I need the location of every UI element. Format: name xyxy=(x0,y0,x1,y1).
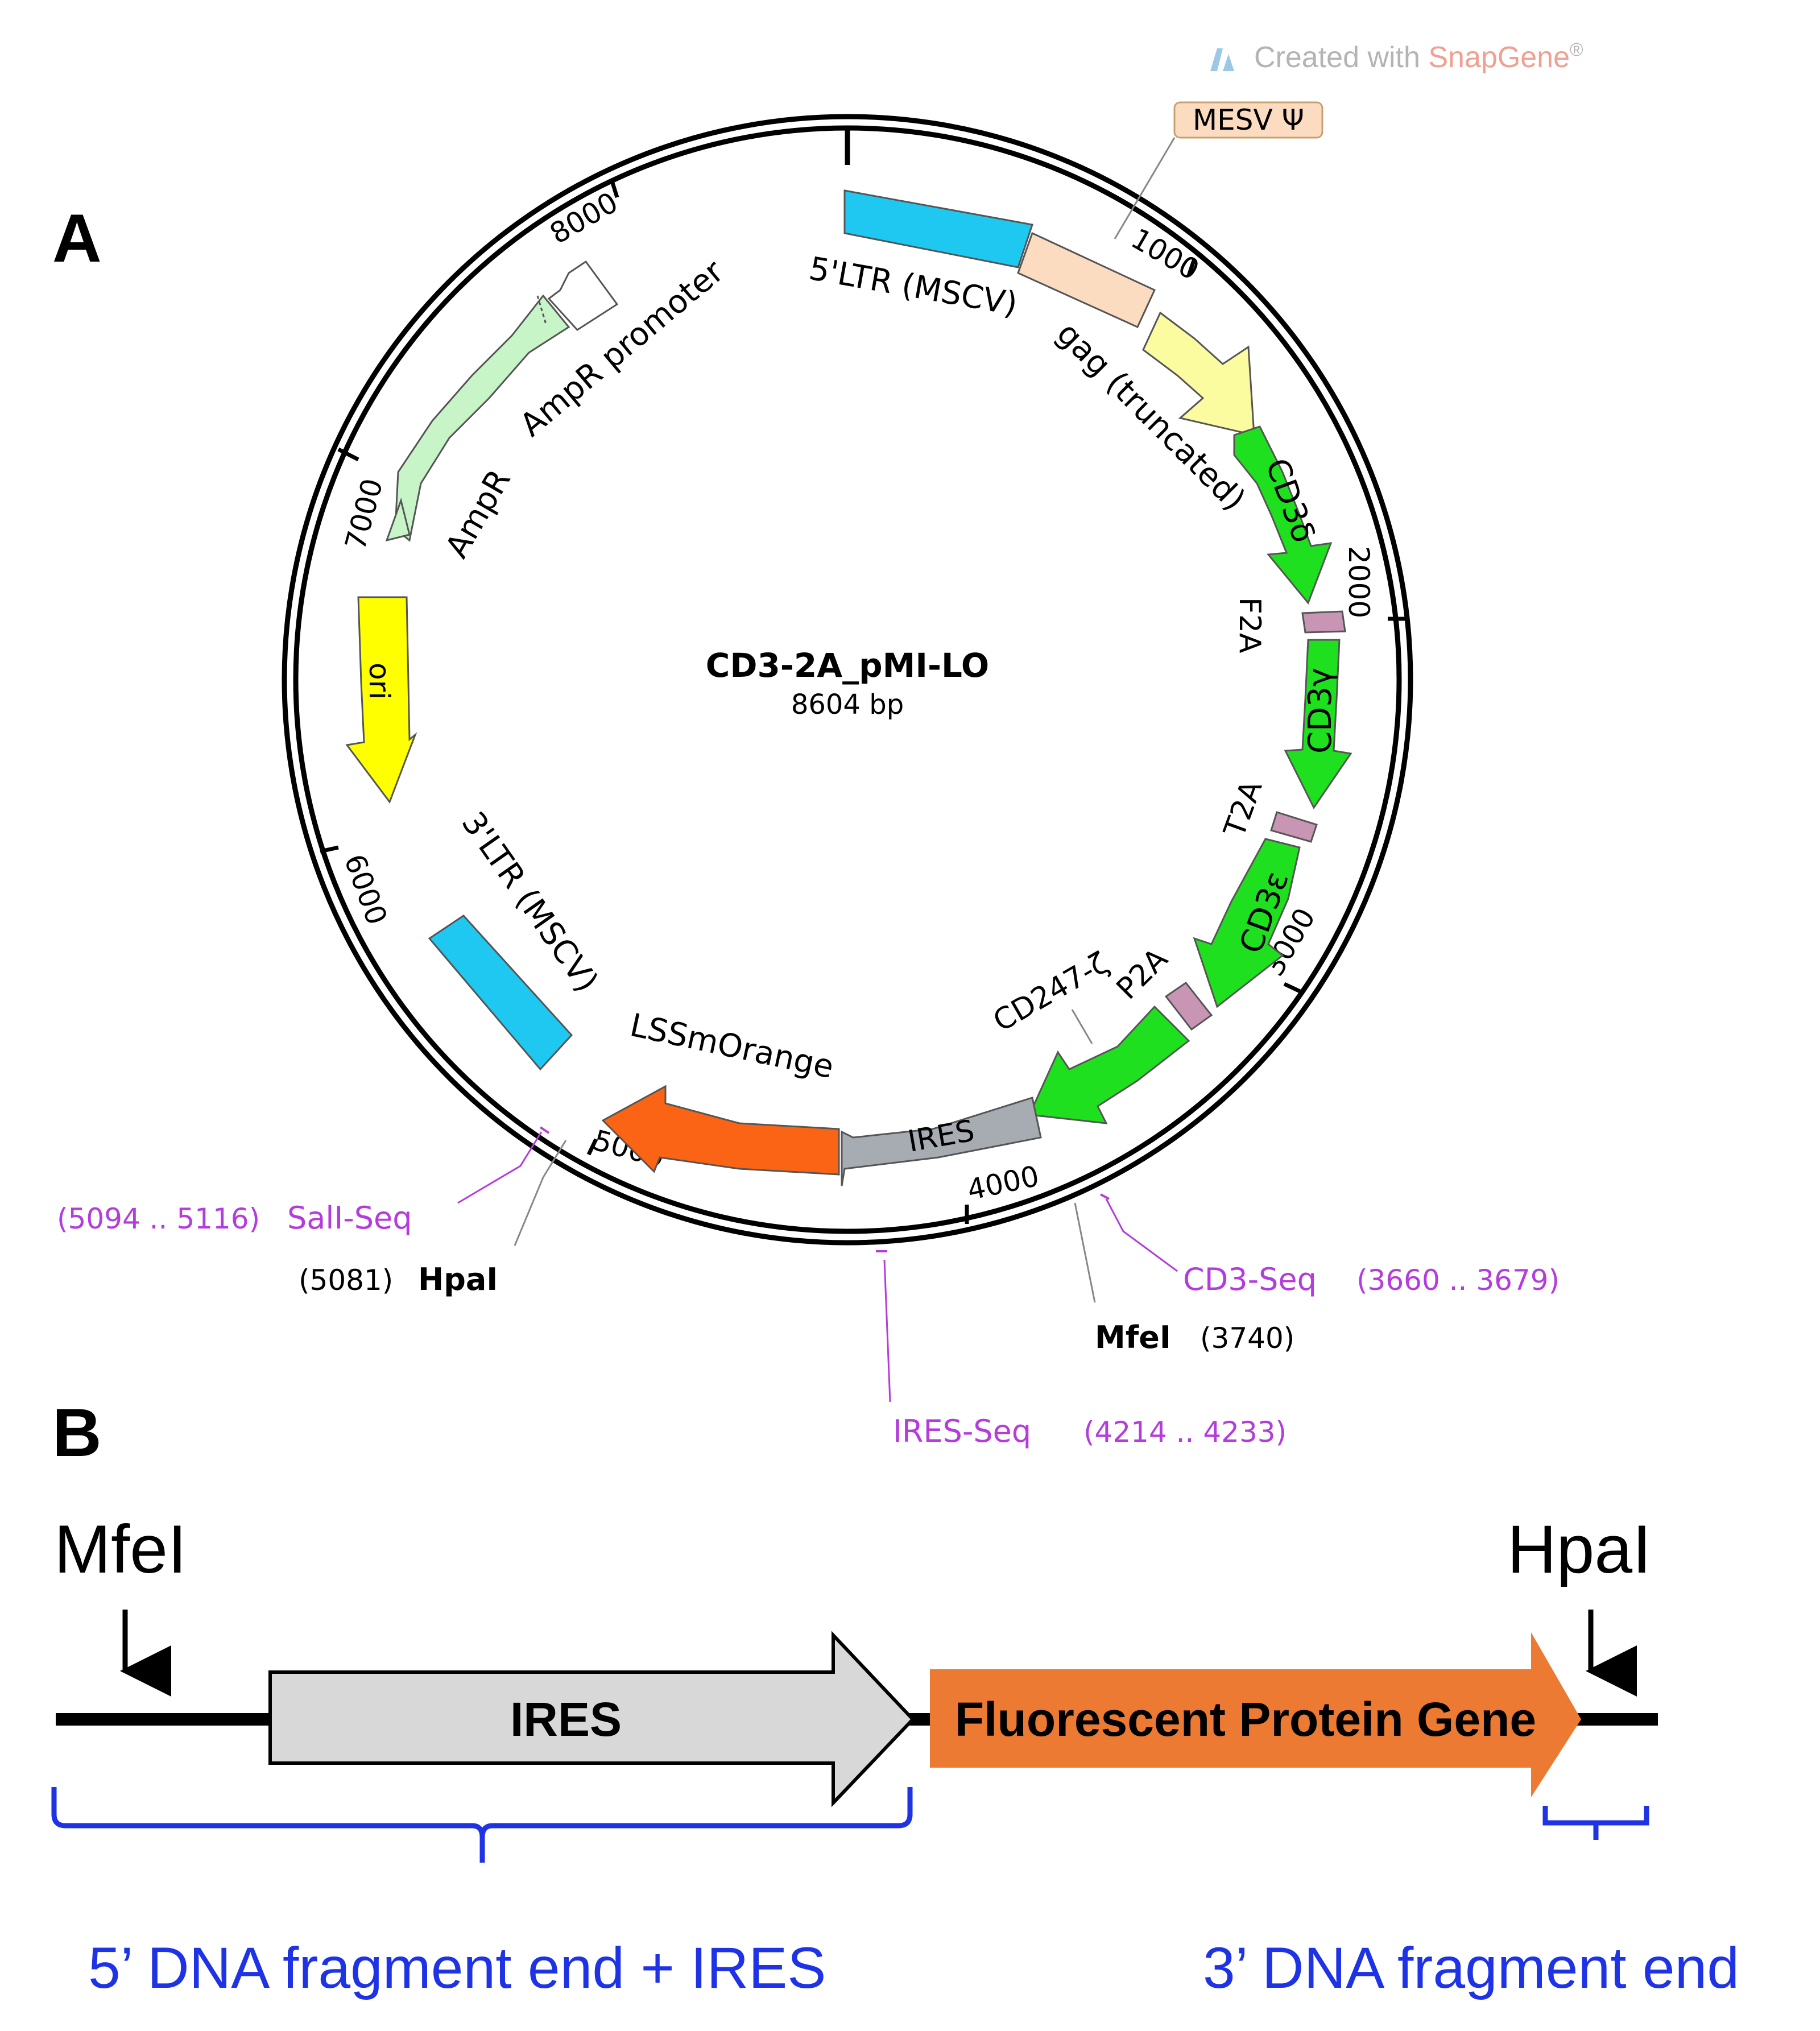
feature-p2a[interactable] xyxy=(1164,981,1213,1031)
label-p2a: P2A xyxy=(1110,942,1174,1006)
site-cd3-seq[interactable]: CD3-Seq (3660 .. 3679) xyxy=(1100,1193,1560,1297)
mfei-name: MfeI xyxy=(1095,1319,1171,1355)
brace-3prime xyxy=(1542,1806,1649,1840)
sali-seq-range: (5094 .. 5116) xyxy=(57,1202,260,1235)
feature-ires[interactable] xyxy=(841,1097,1042,1186)
feature-cd3e[interactable] xyxy=(1193,838,1301,1008)
cd3-seq-range: (3660 .. 3679) xyxy=(1356,1264,1560,1297)
plasmid-backbone xyxy=(282,114,1413,1246)
tick-label-6000: 6000 xyxy=(338,850,394,929)
label-mesv: MESV Ψ xyxy=(1193,104,1304,136)
site-sali-seq[interactable]: (5094 .. 5116) SalI-Seq xyxy=(57,1126,550,1236)
svg-text:(3660 .. 3679): (3660 .. 3679) xyxy=(1356,1264,1560,1297)
label-cd247: CD247-ζ xyxy=(988,946,1115,1039)
site-ires-seq[interactable]: IRES-Seq (4214 .. 4233) xyxy=(876,1250,1287,1449)
feature-ampr[interactable] xyxy=(385,294,570,542)
svg-text:(3740): (3740) xyxy=(1200,1322,1294,1355)
fp-gene-label: Fluorescent Protein Gene xyxy=(955,1693,1536,1746)
panel-a-label: A xyxy=(52,200,102,276)
frag5-label: 5’ DNA fragment end + IRES xyxy=(88,1935,826,2000)
feature-ori[interactable] xyxy=(345,596,417,804)
feature-cd247[interactable] xyxy=(1028,1005,1190,1124)
sali-seq-name: SalI-Seq xyxy=(287,1200,412,1236)
feature-lssmorange[interactable] xyxy=(601,1085,840,1176)
watermark-brand: SnapGene xyxy=(1428,41,1570,74)
frag3-label: 3’ DNA fragment end xyxy=(1203,1935,1739,2000)
label-ampr: AmpR xyxy=(439,464,518,564)
hpai-name: HpaI xyxy=(418,1261,498,1297)
ires-seq-name: IRES-Seq xyxy=(893,1413,1031,1449)
hpai-b-label: HpaI xyxy=(1507,1511,1651,1587)
hpai-pos: (5081) xyxy=(299,1264,393,1297)
feature-gag[interactable] xyxy=(1142,311,1255,436)
mfei-pos: (3740) xyxy=(1200,1322,1294,1355)
ires-arrow[interactable] xyxy=(268,1631,916,1807)
label-ori[interactable]: ori xyxy=(363,663,396,700)
site-mfei[interactable]: MfeI (3740) xyxy=(1074,1202,1294,1355)
label-lssmorange: LSSmOrange xyxy=(627,1007,837,1086)
svg-text:Created with SnapGene®: Created with SnapGene® xyxy=(1254,39,1583,74)
ires-seq-range: (4214 .. 4233) xyxy=(1083,1416,1287,1449)
cd3-seq-name: CD3-Seq xyxy=(1183,1261,1317,1297)
mfei-b-label: MfeI xyxy=(54,1511,187,1587)
ires-box-label: IRES xyxy=(510,1693,622,1746)
label-t2a: T2A xyxy=(1217,776,1269,842)
svg-text:HpaI: HpaI xyxy=(418,1261,498,1297)
tick-label-2000: 2000 xyxy=(1342,546,1375,618)
label-cd3g[interactable]: CD3γ xyxy=(1302,668,1339,754)
svg-text:CD3-Seq: CD3-Seq xyxy=(1183,1261,1317,1297)
feature-5ltr[interactable] xyxy=(843,189,1033,268)
svg-text:(4214 .. 4233): (4214 .. 4233) xyxy=(1083,1416,1287,1449)
svg-text:(5094 .. 5116): (5094 .. 5116) xyxy=(57,1202,260,1235)
feature-3ltr[interactable] xyxy=(428,915,573,1071)
plasmid-size: 8604 bp xyxy=(791,689,904,721)
cd247-leader xyxy=(1071,1009,1093,1044)
label-f2a: F2A xyxy=(1232,597,1267,653)
snapgene-watermark: Created with SnapGene® xyxy=(1210,39,1583,74)
fp-gene-arrow[interactable] xyxy=(930,1632,1581,1797)
label-ampr-promoter: AmpR promoter xyxy=(513,253,731,444)
panel-b-label: B xyxy=(52,1395,102,1471)
brace-5prime xyxy=(51,1787,913,1863)
snapgene-logo-icon xyxy=(1210,48,1234,71)
svg-text:IRES-Seq: IRES-Seq xyxy=(893,1413,1031,1449)
plasmid-name: CD3-2A_pMI-LO xyxy=(706,646,989,685)
watermark-reg: ® xyxy=(1570,39,1583,60)
feature-t2a[interactable] xyxy=(1270,811,1318,843)
mesv-callout: MESV Ψ xyxy=(1114,101,1323,239)
panel-b-construct: IRES Fluorescent Protein Gene MfeI HpaI … xyxy=(51,1511,1739,2000)
watermark-prefix: Created with xyxy=(1254,41,1428,74)
feature-cd3g[interactable] xyxy=(1284,639,1352,809)
feature-f2a[interactable] xyxy=(1301,610,1346,634)
svg-text:SalI-Seq: SalI-Seq xyxy=(287,1200,412,1236)
feature-mesv-psi[interactable] xyxy=(1017,231,1156,328)
svg-text:(5081): (5081) xyxy=(299,1264,393,1297)
tick-label-7000: 7000 xyxy=(339,475,390,553)
feature-ampr-promoter[interactable] xyxy=(536,260,619,331)
site-hpai[interactable]: (5081) HpaI xyxy=(299,1140,567,1297)
feature-cd3d[interactable] xyxy=(1233,425,1333,605)
tick-marks xyxy=(320,178,1409,1224)
svg-text:MfeI: MfeI xyxy=(1095,1319,1171,1355)
